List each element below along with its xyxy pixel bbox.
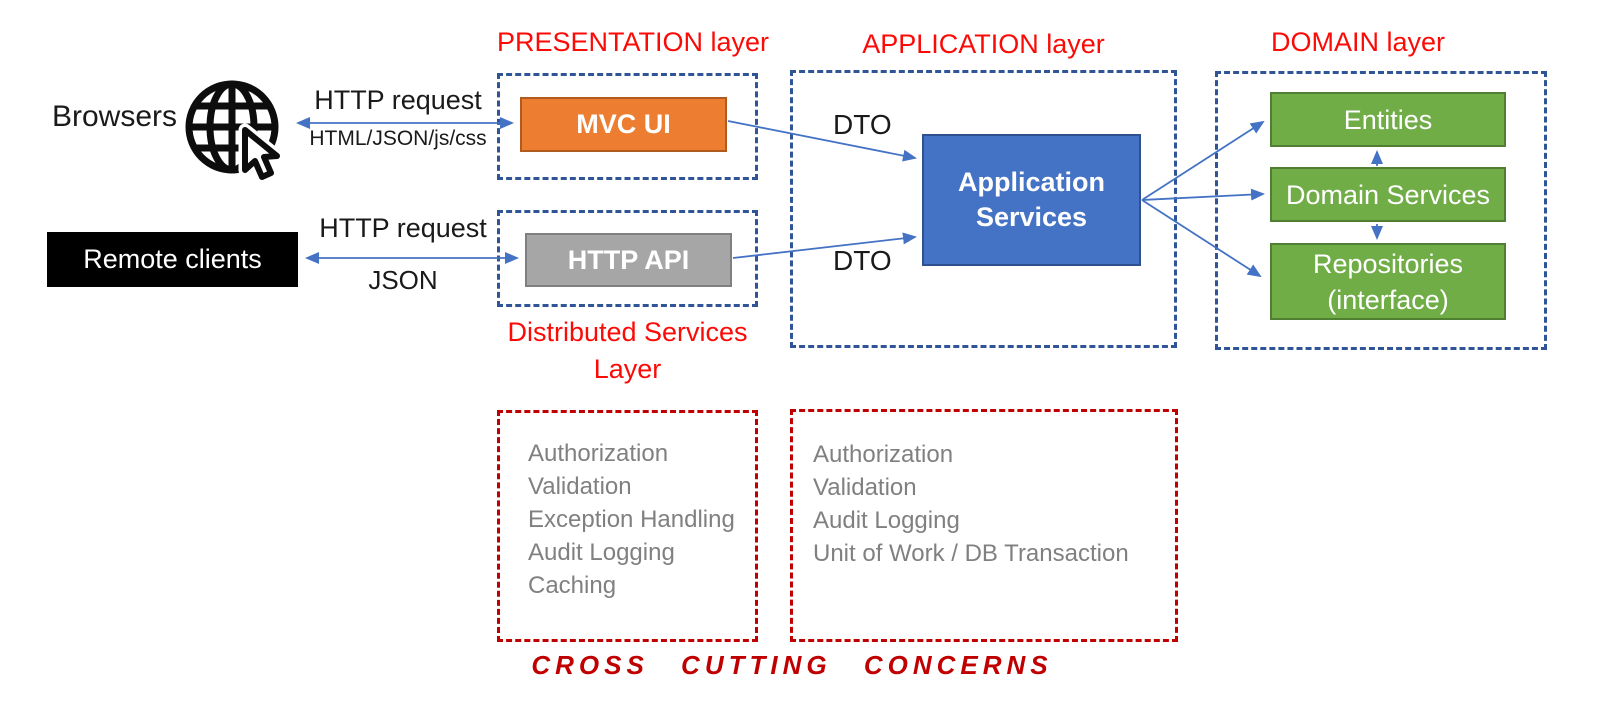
globe-with-cursor-icon bbox=[185, 80, 284, 184]
repositories-node: Repositories (interface) bbox=[1270, 243, 1506, 320]
presentation-layer-title: PRESENTATION layer bbox=[497, 27, 770, 57]
application-services-label: Application Services bbox=[958, 167, 1105, 232]
application-services-node: Application Services bbox=[922, 134, 1141, 266]
browser-response-label: HTML/JSON/js/css bbox=[309, 127, 487, 150]
repositories-label: Repositories (interface) bbox=[1312, 248, 1464, 315]
cross-cutting-box-presentation bbox=[497, 410, 758, 642]
dto-bottom-label: DTO bbox=[833, 245, 892, 276]
domain-layer-title: DOMAIN layer bbox=[1270, 27, 1446, 57]
cursor-icon bbox=[238, 123, 284, 184]
mvc-ui-node: MVC UI bbox=[520, 97, 727, 152]
application-layer-title: APPLICATION layer bbox=[862, 29, 1105, 59]
list-item: Audit Logging bbox=[813, 507, 960, 534]
entities-label: Entities bbox=[1343, 104, 1433, 135]
list-item: Validation bbox=[813, 474, 917, 501]
list-item: Unit of Work / DB Transaction bbox=[813, 540, 1129, 567]
http-api-label: HTTP API bbox=[567, 244, 690, 275]
list-item: Audit Logging bbox=[528, 539, 675, 566]
browser-request-label: HTTP request bbox=[314, 85, 482, 115]
remote-response-label: JSON bbox=[368, 265, 438, 295]
mvc-ui-label: MVC UI bbox=[576, 109, 671, 139]
list-item: Authorization bbox=[528, 440, 669, 467]
domain-services-node: Domain Services bbox=[1270, 167, 1506, 222]
domain-services-label: Domain Services bbox=[1285, 179, 1491, 210]
remote-request-label: HTTP request bbox=[319, 213, 487, 243]
remote-clients-node: Remote clients bbox=[47, 232, 298, 287]
list-item: Caching bbox=[528, 572, 617, 599]
list-item: Authorization bbox=[813, 441, 954, 468]
remote-clients-label: Remote clients bbox=[83, 244, 262, 274]
cross-cutting-title: CROSS CUTTING CONCERNS bbox=[531, 650, 1053, 680]
list-item: Validation bbox=[528, 473, 632, 500]
cross-cutting-box-application bbox=[790, 409, 1178, 642]
entities-node: Entities bbox=[1270, 92, 1506, 147]
browsers-label: Browsers bbox=[52, 100, 178, 133]
http-api-node: HTTP API bbox=[525, 233, 732, 287]
list-item: Exception Handling bbox=[528, 506, 735, 533]
distributed-services-title: Distributed Services Layer bbox=[507, 317, 748, 384]
dto-top-label: DTO bbox=[833, 109, 892, 140]
